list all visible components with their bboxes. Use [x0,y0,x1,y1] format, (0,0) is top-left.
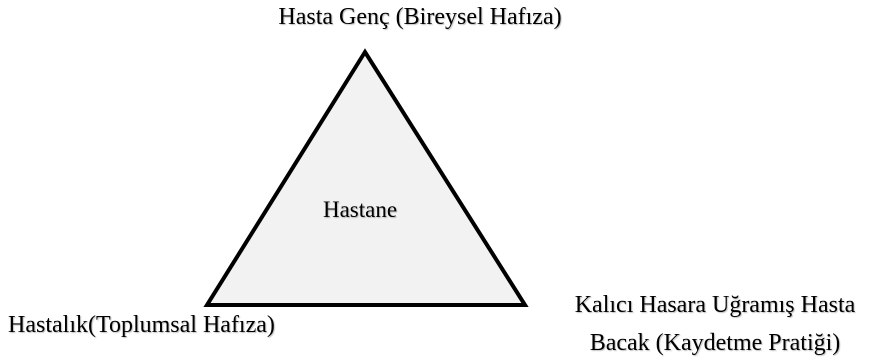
top-vertex-label: Hasta Genç (Bireysel Hafıza) [278,4,562,30]
left-vertex-label: Hastalık(Toplumsal Hafıza) [8,312,275,338]
triangle-shape [203,48,529,307]
right-vertex-label-line1: Kalıcı Hasara Uğramış Hasta [574,292,856,318]
right-vertex-label: Kalıcı Hasara Uğramış Hasta Bacak (Kayde… [540,286,890,362]
center-label: Hastane [322,197,398,222]
right-vertex-label-line2: Bacak (Kaydetme Pratiği) [589,330,841,356]
